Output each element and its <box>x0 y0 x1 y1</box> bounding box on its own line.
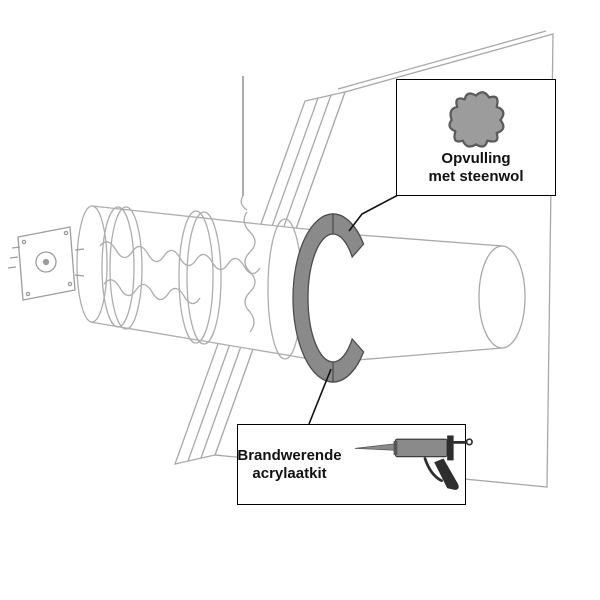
duct-flange-1b <box>109 206 143 330</box>
callout-steenwol-line2: met steenwol <box>428 167 524 185</box>
duct-flange-2a <box>178 210 214 344</box>
clamp-wave-upper <box>99 241 261 275</box>
screw-3 <box>67 281 73 287</box>
box-link-1 <box>74 248 85 251</box>
probe-base <box>240 195 248 211</box>
leader-line-acrylaatkit <box>308 368 332 425</box>
box-link-2 <box>74 274 85 277</box>
pipe-endcap <box>478 245 526 349</box>
duct-unit <box>7 76 334 362</box>
callout-acrylaatkit-label: Brandwerende acrylaatkit <box>231 447 349 482</box>
callout-acrylaatkit-line1: Brandwerende <box>237 446 342 464</box>
duct-flange-1a <box>101 206 135 328</box>
screw-4 <box>25 291 31 297</box>
terminal-box-dial <box>35 251 57 273</box>
terminal-pin-2 <box>9 256 19 259</box>
pipe <box>332 232 526 363</box>
caulking-gun-icon <box>353 429 473 501</box>
rockwool-blob-icon <box>444 90 508 150</box>
callout-acrylaatkit: Brandwerende acrylaatkit <box>237 424 473 505</box>
wall-top-edge <box>337 30 547 90</box>
screw-2 <box>63 230 69 236</box>
wire-squiggle <box>243 211 256 333</box>
duct-endcap <box>76 205 108 323</box>
terminal-pin-1 <box>11 246 21 249</box>
leader-line-steenwol <box>348 194 399 232</box>
fire-seal-top-segment <box>332 213 365 259</box>
pipe-top-line <box>332 232 503 247</box>
terminal-pin-3 <box>7 266 17 269</box>
callout-steenwol-line1: Opvulling <box>441 149 511 167</box>
terminal-box <box>7 226 85 301</box>
fire-seal-bottom-segment <box>332 337 365 383</box>
screw-1 <box>21 239 27 245</box>
pipe-bottom-line <box>332 347 503 363</box>
clamp-wave-lower <box>103 279 201 305</box>
duct-flange-2b <box>186 211 222 345</box>
callout-steenwol: Opvulling met steenwol <box>396 79 556 196</box>
pipe-fill <box>333 233 502 362</box>
callout-acrylaatkit-line2: acrylaatkit <box>252 464 327 482</box>
callout-steenwol-label: Opvulling met steenwol <box>428 150 523 185</box>
duct-endcap-fill <box>77 206 107 322</box>
terminal-box-dot <box>42 258 50 266</box>
